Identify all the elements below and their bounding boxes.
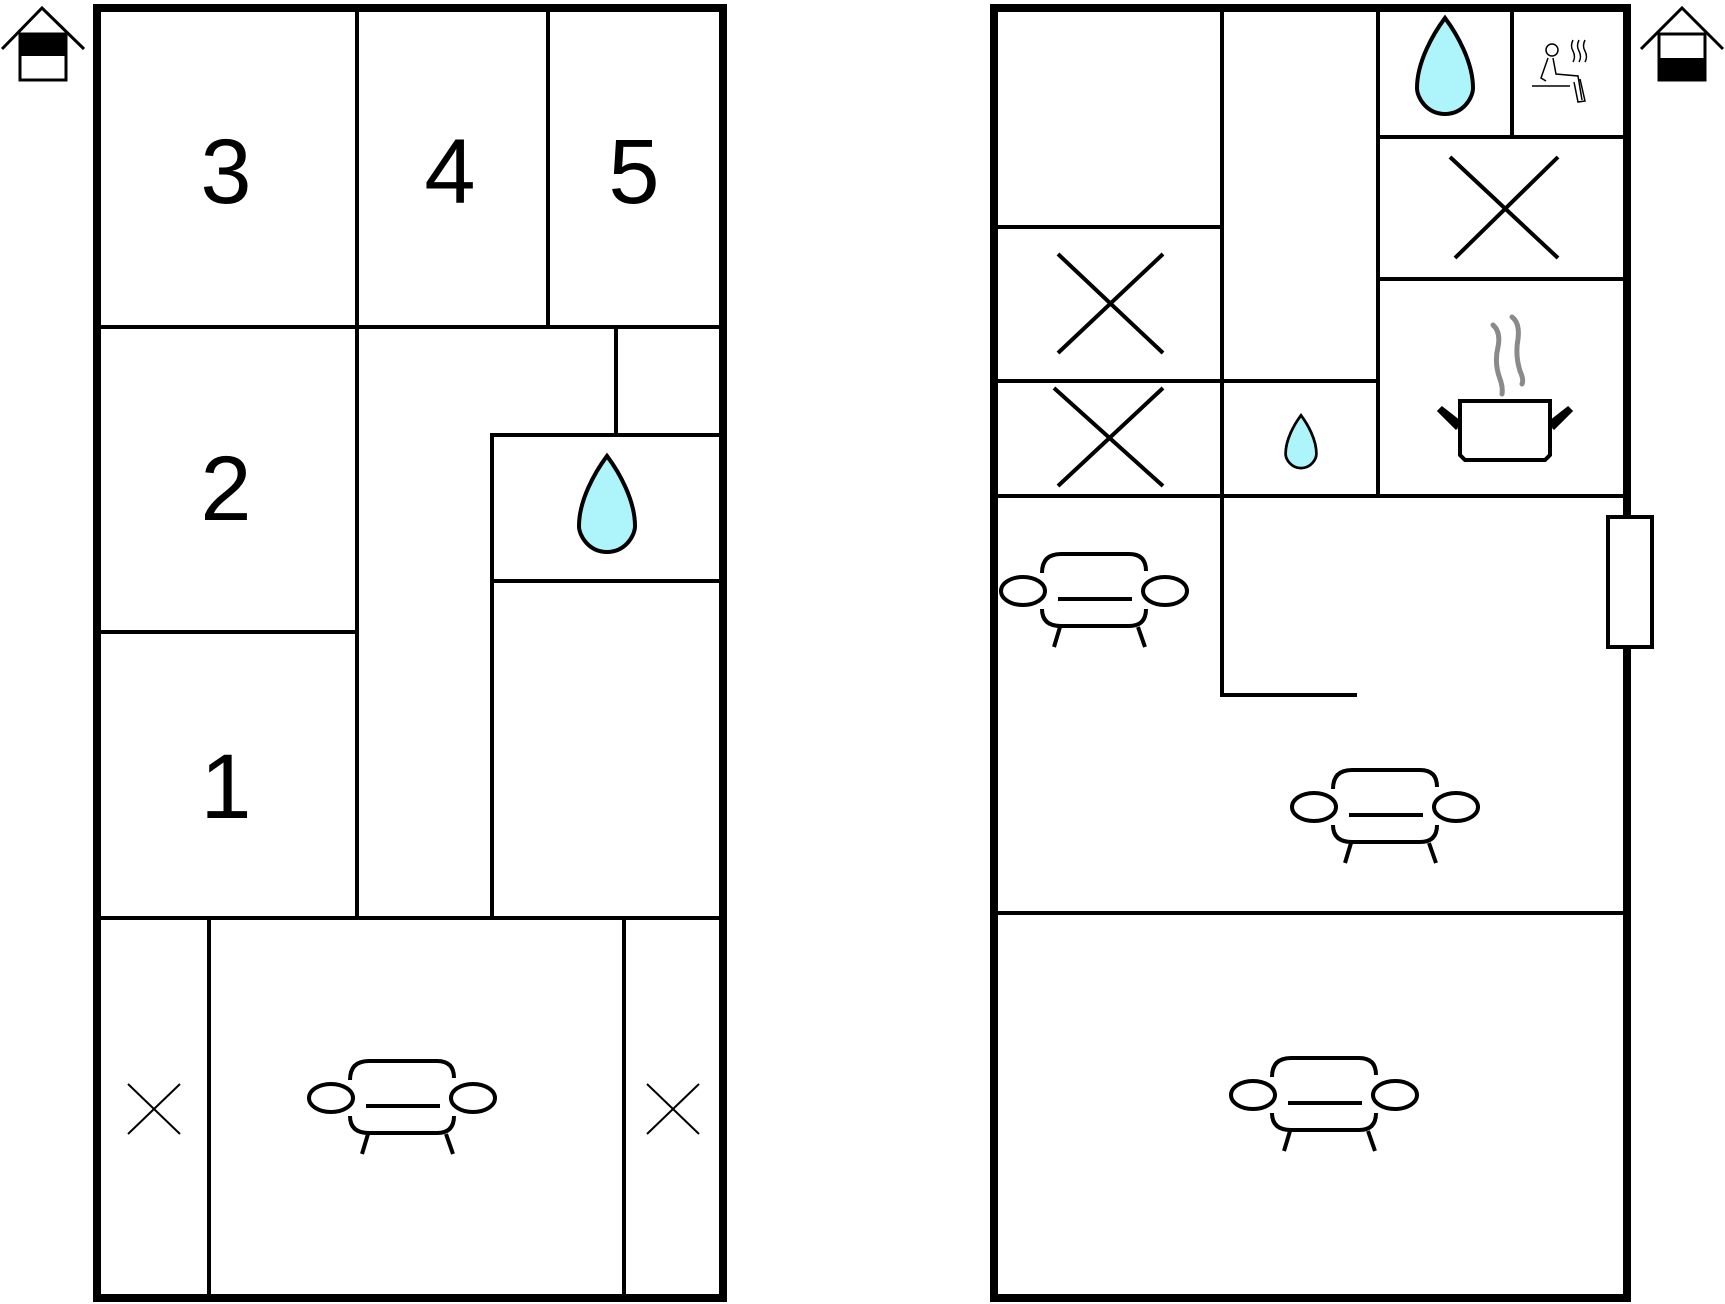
- upper-floor-plan: [93, 4, 727, 1302]
- house-ground-floor-icon: [1639, 5, 1725, 82]
- room-number-2: 2: [200, 438, 251, 540]
- outer-wall: [990, 4, 1631, 1302]
- closed-area-icon: [1056, 252, 1165, 355]
- closed-area-icon: [1052, 386, 1165, 488]
- closed-area-icon: [127, 1083, 181, 1135]
- room-number-4: 4: [424, 121, 475, 223]
- ground-floor-plan: [990, 4, 1631, 1302]
- house-upper-floor-icon: [0, 5, 86, 82]
- entrance-door: [1606, 515, 1654, 649]
- sofa-icon: [1290, 768, 1480, 865]
- water-drop-icon: [1284, 413, 1318, 470]
- sofa-icon: [1229, 1056, 1419, 1153]
- room-number-5: 5: [608, 121, 659, 223]
- sauna-icon: [1532, 39, 1588, 103]
- sofa-icon: [307, 1059, 497, 1156]
- closed-area-icon: [646, 1083, 700, 1135]
- cooking-pot-icon: [1436, 314, 1574, 462]
- outer-wall: [93, 4, 727, 1302]
- sofa-icon: [999, 552, 1189, 649]
- water-drop-icon: [577, 454, 637, 554]
- room-number-3: 3: [200, 121, 251, 223]
- closed-area-icon: [1448, 155, 1560, 260]
- room-number-1: 1: [200, 736, 251, 838]
- water-drop-icon: [1415, 16, 1475, 116]
